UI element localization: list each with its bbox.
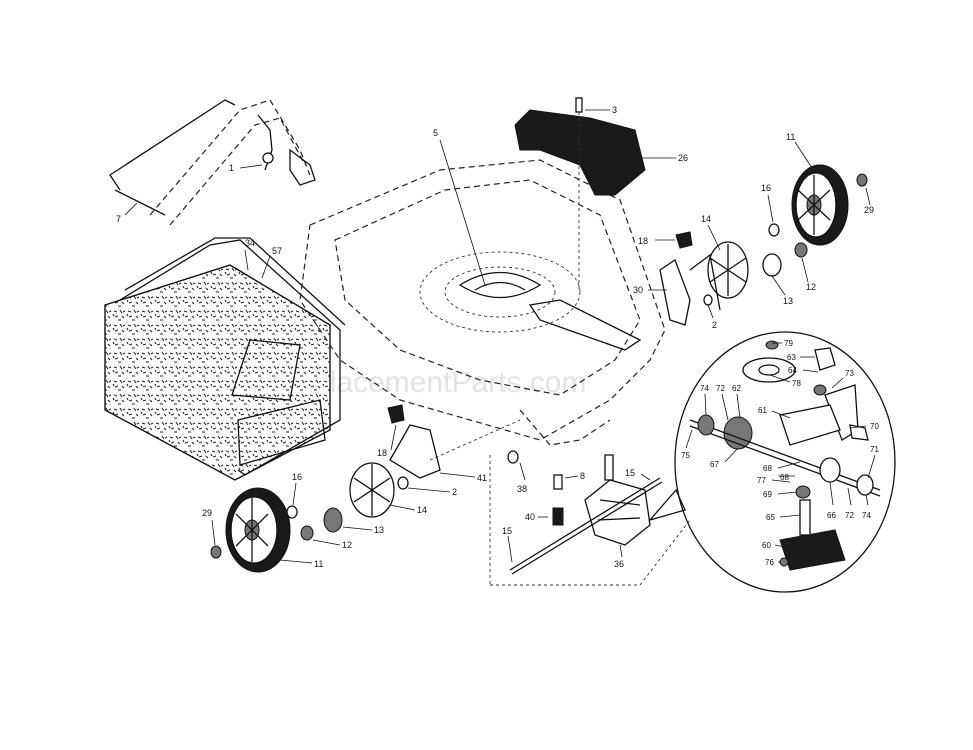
callout-14-bot: 14 (417, 505, 427, 515)
callout-72-bot: 72 (845, 511, 854, 520)
callout-14-top: 14 (701, 214, 711, 224)
callout-11-top: 11 (786, 132, 795, 142)
callout-61: 61 (758, 406, 767, 415)
callout-62: 62 (732, 384, 741, 393)
callout-36: 36 (614, 559, 624, 569)
callout-41: 41 (477, 473, 487, 483)
callout-71: 71 (870, 445, 879, 454)
rear-left-wheel-assembly (210, 404, 521, 573)
callout-38: 38 (517, 484, 527, 494)
callout-29-top: 29 (864, 205, 874, 215)
transmission-assembly (489, 450, 691, 586)
callout-77: 77 (757, 476, 766, 485)
handle-assembly (109, 99, 316, 226)
callout-64: 64 (788, 366, 797, 375)
callout-11-bot: 11 (314, 559, 323, 569)
callout-7: 7 (116, 214, 121, 224)
callout-12-top: 12 (806, 282, 816, 292)
callout-65: 65 (766, 513, 775, 522)
callout-15-bot: 15 (502, 526, 512, 536)
front-right-wheel-assembly (659, 164, 868, 326)
callout-79: 79 (784, 339, 793, 348)
callout-60: 60 (762, 541, 771, 550)
callout-66: 66 (827, 511, 836, 520)
callout-5: 5 (433, 128, 438, 138)
rear-chute-cover (514, 97, 646, 290)
mower-deck (299, 159, 666, 446)
callout-3: 3 (612, 105, 617, 115)
callout-12-bot: 12 (342, 540, 352, 550)
callout-13-bot: 13 (374, 525, 384, 535)
callout-75: 75 (681, 451, 690, 460)
callout-78: 78 (792, 379, 801, 388)
callout-2-bot: 2 (452, 487, 457, 497)
callout-67: 67 (710, 460, 719, 469)
callout-16-top: 16 (761, 183, 771, 193)
callout-16-bot: 16 (292, 472, 302, 482)
callout-57: 57 (272, 246, 282, 256)
callout-63: 63 (787, 353, 796, 362)
transmission-detail-inset (648, 331, 896, 593)
callout-26: 26 (678, 153, 688, 163)
callout-13-top: 13 (783, 296, 793, 306)
callout-73: 73 (845, 369, 854, 378)
callout-30: 30 (633, 285, 643, 295)
callout-68-b: 68 (780, 473, 789, 482)
callout-74-top: 74 (700, 384, 709, 393)
callout-40: 40 (525, 512, 535, 522)
callout-34: 34 (245, 238, 255, 248)
callout-8: 8 (580, 471, 585, 481)
callout-18-top: 18 (638, 236, 648, 246)
callout-72-top: 72 (716, 384, 725, 393)
callout-18-bot: 18 (377, 448, 387, 458)
callout-76: 76 (765, 558, 774, 567)
callout-74-bot: 74 (862, 511, 871, 520)
grass-catcher-bag (104, 237, 346, 481)
callout-70: 70 (870, 422, 879, 431)
callout-68-a: 68 (763, 464, 772, 473)
callout-2-top: 2 (712, 320, 717, 330)
callout-1: 1 (229, 163, 234, 173)
callout-29-bot: 29 (202, 508, 212, 518)
callout-15-top: 15 (625, 468, 635, 478)
callout-69: 69 (763, 490, 772, 499)
